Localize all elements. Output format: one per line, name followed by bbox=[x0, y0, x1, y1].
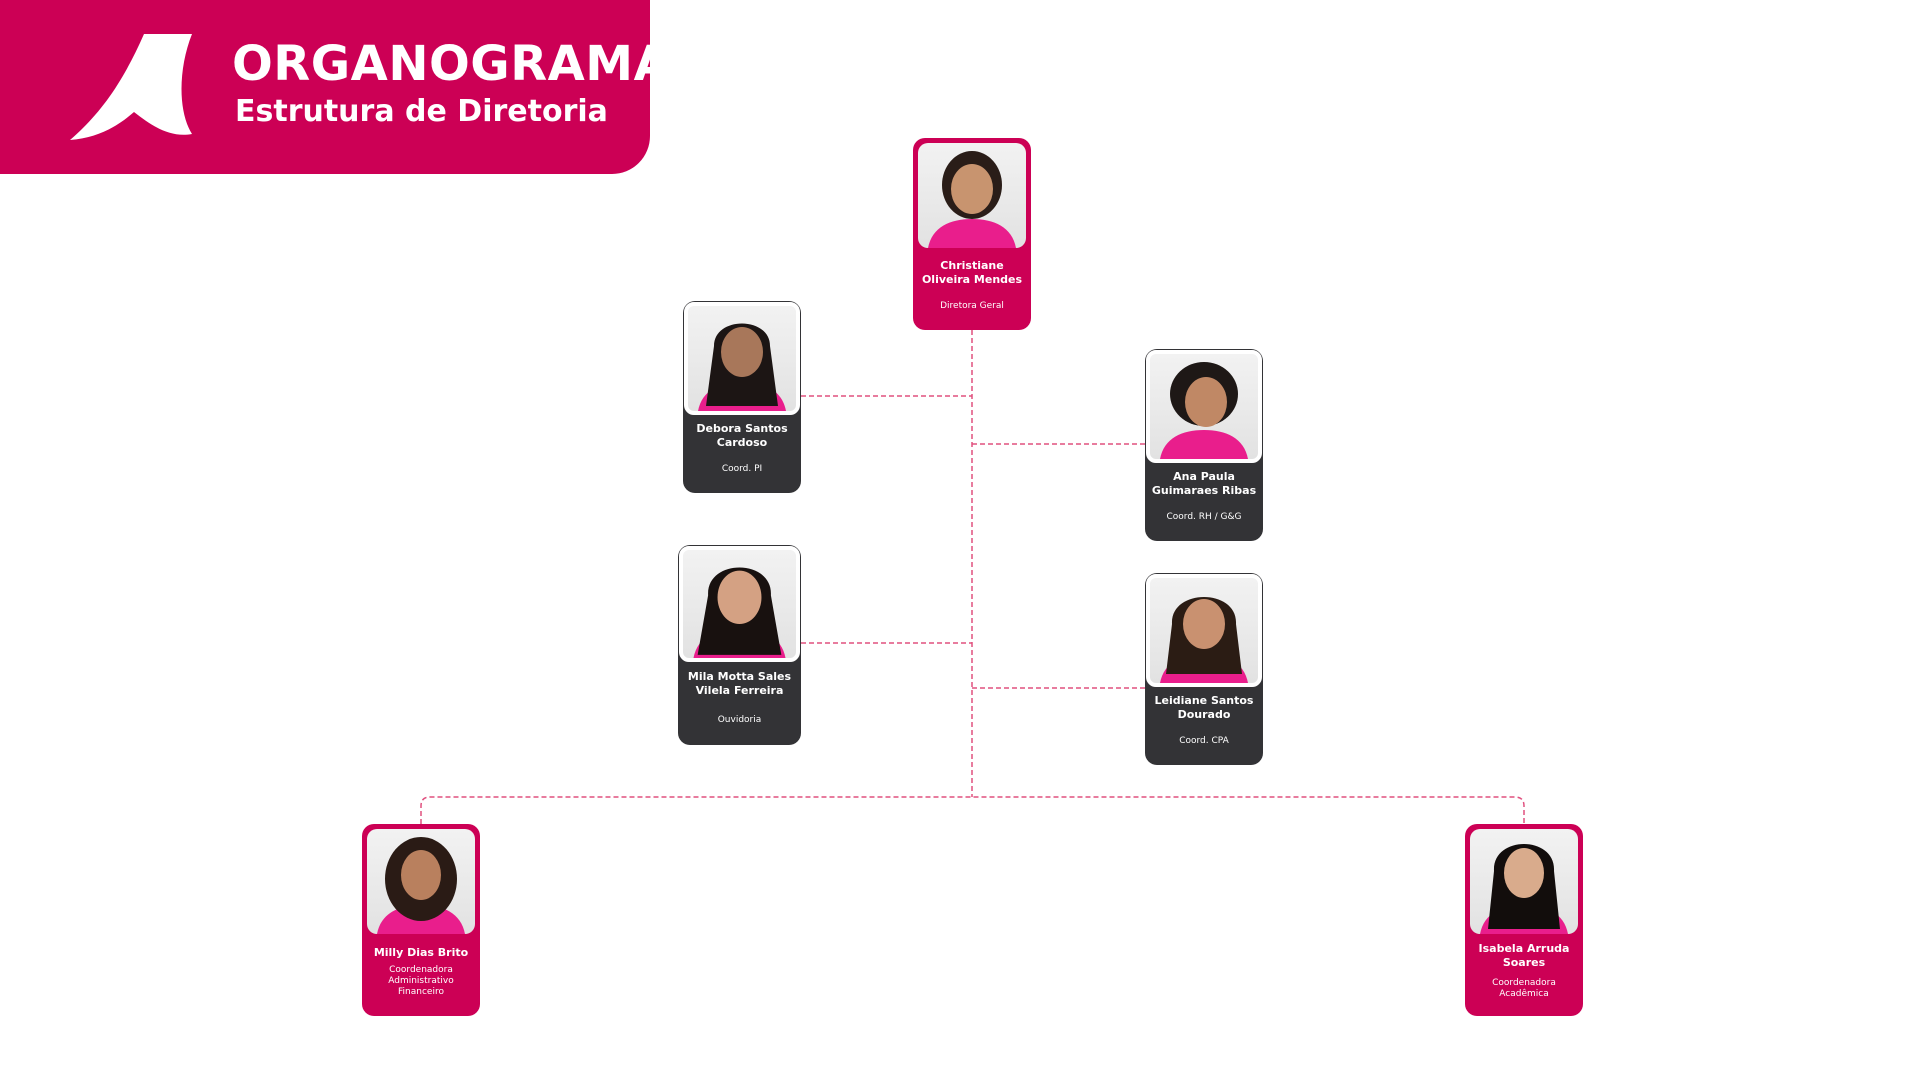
page-subtitle: Estrutura de Diretoria bbox=[235, 94, 608, 129]
person-name: Ana Paula Guimaraes Ribas bbox=[1151, 470, 1257, 497]
person-role: Diretora Geral bbox=[940, 301, 1004, 311]
person-name: Debora Santos Cardoso bbox=[696, 422, 788, 449]
org-card-mila[interactable]: Mila Motta Sales Vilela Ferreira Ouvidor… bbox=[678, 545, 801, 745]
person-role: Coordenadora Acadêmica bbox=[1492, 978, 1556, 999]
person-role: Coordenadora Administrativo Financeiro bbox=[388, 965, 454, 997]
brand-logo-icon bbox=[70, 34, 192, 140]
org-card-isabela[interactable]: Isabela Arruda Soares Coordenadora Acadê… bbox=[1465, 824, 1583, 1016]
person-name: Isabela Arruda Soares bbox=[1478, 942, 1570, 969]
connector-bottom-bar bbox=[420, 796, 1525, 824]
avatar bbox=[679, 546, 800, 662]
org-card-milly[interactable]: Milly Dias Brito Coordenadora Administra… bbox=[362, 824, 480, 1016]
person-role: Coord. RH / G&G bbox=[1166, 512, 1242, 522]
person-name: Christiane Oliveira Mendes bbox=[921, 259, 1023, 286]
org-card-debora[interactable]: Debora Santos Cardoso Coord. PI bbox=[683, 301, 801, 493]
page-title: ORGANOGRAMA bbox=[232, 36, 672, 92]
avatar bbox=[1146, 574, 1262, 687]
avatar bbox=[367, 829, 475, 934]
org-card-christiane[interactable]: Christiane Oliveira Mendes Diretora Gera… bbox=[913, 138, 1031, 330]
person-role: Ouvidoria bbox=[717, 715, 762, 725]
person-name: Leidiane Santos Dourado bbox=[1154, 694, 1254, 721]
header-banner: ORGANOGRAMA Estrutura de Diretoria bbox=[0, 0, 671, 174]
org-card-leidiane[interactable]: Leidiane Santos Dourado Coord. CPA bbox=[1145, 573, 1263, 765]
avatar bbox=[1470, 829, 1578, 934]
avatar bbox=[918, 143, 1026, 248]
person-role: Coord. PI bbox=[721, 464, 763, 474]
avatar bbox=[1146, 350, 1262, 463]
person-name: Mila Motta Sales Vilela Ferreira bbox=[687, 670, 792, 697]
avatar bbox=[684, 302, 800, 415]
person-name: Milly Dias Brito bbox=[373, 946, 469, 959]
person-role: Coord. CPA bbox=[1179, 736, 1229, 746]
org-card-ana[interactable]: Ana Paula Guimaraes Ribas Coord. RH / G&… bbox=[1145, 349, 1263, 541]
